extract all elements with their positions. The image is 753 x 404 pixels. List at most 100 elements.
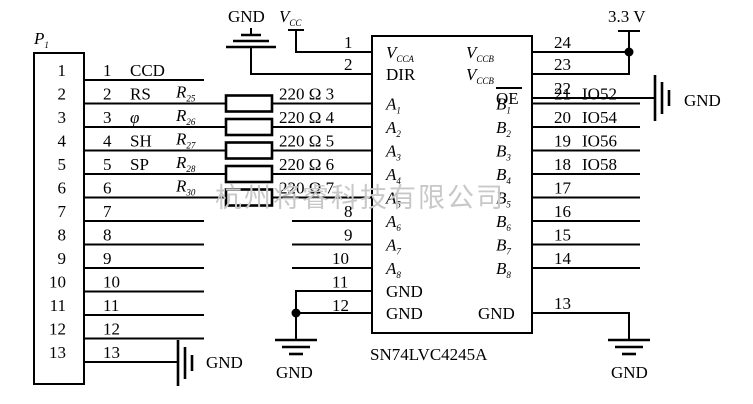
connector-pin-number: 2 xyxy=(58,85,67,104)
resistor-designator: R28 xyxy=(175,153,196,174)
connector-pin-number: 1 xyxy=(58,61,67,80)
chip-pin-number: 18 xyxy=(554,155,571,174)
connector-pin: 1 1 CCD xyxy=(58,61,204,81)
chip-gnd-right-wire xyxy=(532,312,630,340)
chip-pin-name: VCCB xyxy=(466,43,494,64)
resistor-body xyxy=(224,117,274,137)
chip-pin-name: B7 xyxy=(496,236,511,257)
connector-pin-label: 9 xyxy=(103,249,112,268)
supply-33-junction xyxy=(624,47,634,57)
net-label: IO56 xyxy=(582,132,617,151)
connector-pin-label: 10 xyxy=(103,273,120,292)
connector-pin-label: 3 xyxy=(103,108,112,127)
chip-gnd-pin-name: GND xyxy=(386,282,423,301)
gnd-right-chip-symbol xyxy=(608,338,650,356)
chip-pin-name: A4 xyxy=(385,165,401,186)
chip-pin-name: A7 xyxy=(385,236,401,257)
connector-pin-number: 10 xyxy=(49,273,66,292)
connector-designator: P1 xyxy=(33,29,49,50)
resistor-designator: R25 xyxy=(175,83,196,104)
connector-pin-label: 8 xyxy=(103,226,112,245)
gnd-conn-label: GND xyxy=(206,353,243,372)
gnd-top-label: GND xyxy=(228,7,265,26)
resistor-body xyxy=(224,94,274,113)
chip-pin-name: A6 xyxy=(385,212,401,233)
chip-pin-name: A5 xyxy=(385,189,401,210)
gnd-oe-label: GND xyxy=(684,91,721,110)
chip-pin-number: 16 xyxy=(554,202,571,221)
connector-pin-label: 1 xyxy=(103,61,112,80)
resistor-designator: R26 xyxy=(175,106,196,127)
chip-pin-number: 1 xyxy=(344,33,353,52)
resistor-body xyxy=(224,141,274,160)
chip-pin-name: OE xyxy=(496,89,519,108)
chip-pin-name: A1 xyxy=(385,95,401,116)
connector-pin-number: 6 xyxy=(58,179,67,198)
resistor-value: 220 Ω 6 xyxy=(279,155,334,174)
resistor-value: 220 Ω 3 xyxy=(279,85,334,104)
connector-pin-label: 12 xyxy=(103,320,120,339)
chip-pin-number: 24 xyxy=(554,33,572,52)
connector-pin-label: 4 xyxy=(103,132,112,151)
chip-pin-number: 8 xyxy=(344,202,353,221)
gnd-left-chip-symbol xyxy=(275,338,317,356)
chip-pin-number: 9 xyxy=(344,226,353,245)
chip-pin-number: 19 xyxy=(554,132,571,151)
chip-pin-number: 14 xyxy=(554,249,572,268)
chip-pin-number: 22 xyxy=(554,79,571,98)
connector-pin-number: 13 xyxy=(49,343,66,362)
net-label: IO54 xyxy=(582,108,617,127)
resistor-designator: R30 xyxy=(175,177,196,198)
chip-pin-number: 23 xyxy=(554,55,571,74)
chip-pin-number: 2 xyxy=(344,55,353,74)
connector-pin-label: 5 xyxy=(103,155,112,174)
connector-pin: 10 10 xyxy=(49,273,204,293)
connector-signal-name: CCD xyxy=(130,61,165,80)
resistor-value: 220 Ω 4 xyxy=(279,108,335,127)
dir-gnd-wire xyxy=(250,47,372,75)
supply-33-label: 3.3 V xyxy=(608,7,646,26)
net-label: IO52 xyxy=(582,85,617,104)
chip-gnd-pin-name: GND xyxy=(478,304,515,323)
connector-pin-number: 3 xyxy=(58,108,67,127)
gnd-oe-symbol xyxy=(653,75,671,121)
connector-pin-number: 9 xyxy=(58,249,67,268)
chip-pin-number: 13 xyxy=(554,294,571,313)
chip-pin-name: B6 xyxy=(496,212,511,233)
connector-pin-number: 11 xyxy=(50,296,66,315)
connector-pin-number: 7 xyxy=(58,202,67,221)
gnd-right-chip-label: GND xyxy=(611,363,648,382)
chip-pin-number: 12 xyxy=(332,296,349,315)
connector-pin-label: 6 xyxy=(103,179,112,198)
chip-pin-name: B2 xyxy=(496,118,511,139)
chip-pin-number: 10 xyxy=(332,249,349,268)
chip-gnd-left-wire xyxy=(295,290,372,340)
supply-33-wire xyxy=(532,31,630,53)
resistor-designator: R27 xyxy=(175,130,196,151)
resistor-value: 220 Ω 7 xyxy=(279,179,335,198)
chip-pin-name: B3 xyxy=(496,142,511,163)
gnd-conn-symbol xyxy=(176,340,194,386)
vccb-bridge xyxy=(532,52,630,75)
watermark: 杭州将睿科技有限公司 xyxy=(215,183,505,214)
chip-pin-name: A2 xyxy=(385,118,401,139)
connector-pin-number: 12 xyxy=(49,320,66,339)
chip-pin-name: A8 xyxy=(385,259,401,280)
chip-pin-number: 20 xyxy=(554,108,571,127)
chip-pin-name: B5 xyxy=(496,189,511,210)
connector-pin: 12 12 xyxy=(49,320,204,340)
chip-pin-number: 21 xyxy=(554,85,571,104)
chip-pin-name: VCCB xyxy=(466,65,494,86)
connector-pin-label: 2 xyxy=(103,85,112,104)
connector-pin-label: 11 xyxy=(103,296,119,315)
